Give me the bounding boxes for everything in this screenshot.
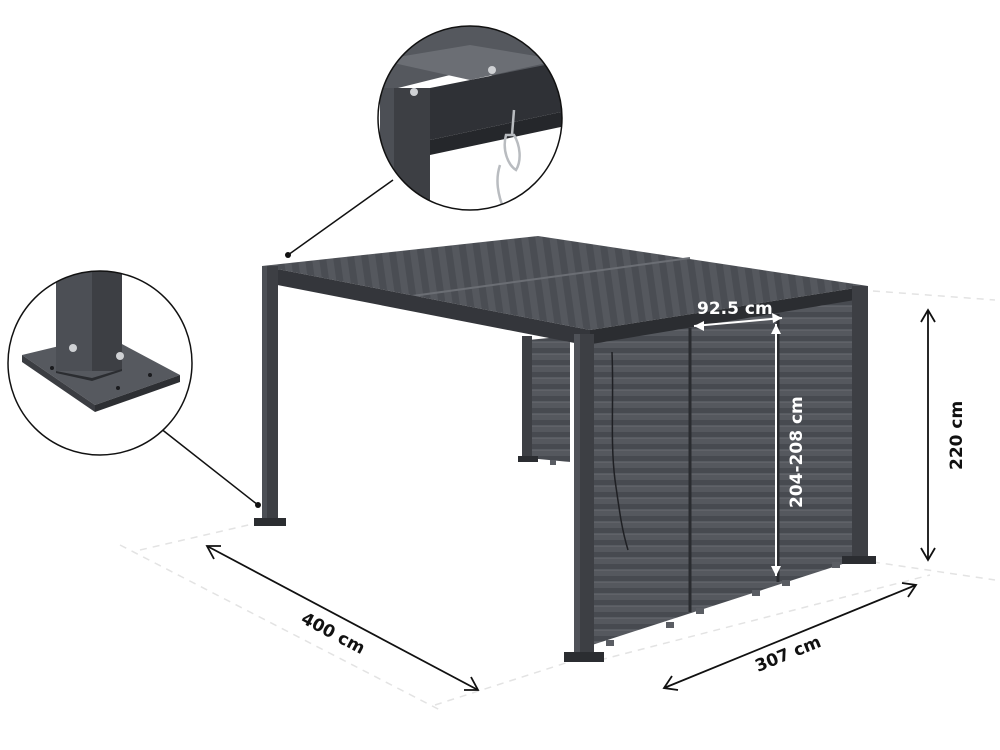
roof-top (262, 236, 868, 330)
foot-back (518, 456, 538, 462)
dim-height: 220 cm (920, 308, 967, 562)
callout-roof-corner-ring (377, 25, 563, 211)
foot-right (842, 556, 876, 564)
depth-label: 400 cm (298, 609, 368, 659)
floor-guides (119, 289, 996, 711)
post-right (852, 286, 868, 560)
panel-height-label: 204-208 cm (787, 396, 807, 508)
back-post (522, 336, 532, 460)
dim-panel-width: 92.5 cm (693, 299, 783, 331)
dim-depth: 400 cm (205, 545, 480, 691)
callout-roof-corner (285, 25, 563, 258)
roof-seam (404, 257, 691, 298)
panel-feet (550, 460, 840, 646)
front-slat-wall (592, 300, 855, 645)
dim-panel-height: 204-208 cm (771, 324, 807, 576)
height-label: 220 cm (947, 401, 967, 470)
callout-foot-plate-ring (7, 270, 193, 456)
back-side-slats (528, 336, 570, 462)
guide-cable (611, 351, 629, 551)
width-label: 307 cm (752, 632, 824, 676)
foot-front-corner (564, 652, 604, 662)
callout-foot-plate (7, 270, 261, 508)
pergola (254, 236, 876, 662)
roof-left-beam (262, 266, 590, 346)
roof-right-beam (590, 286, 868, 346)
foot-front-left (254, 518, 286, 526)
panel-width-label: 92.5 cm (697, 299, 773, 319)
